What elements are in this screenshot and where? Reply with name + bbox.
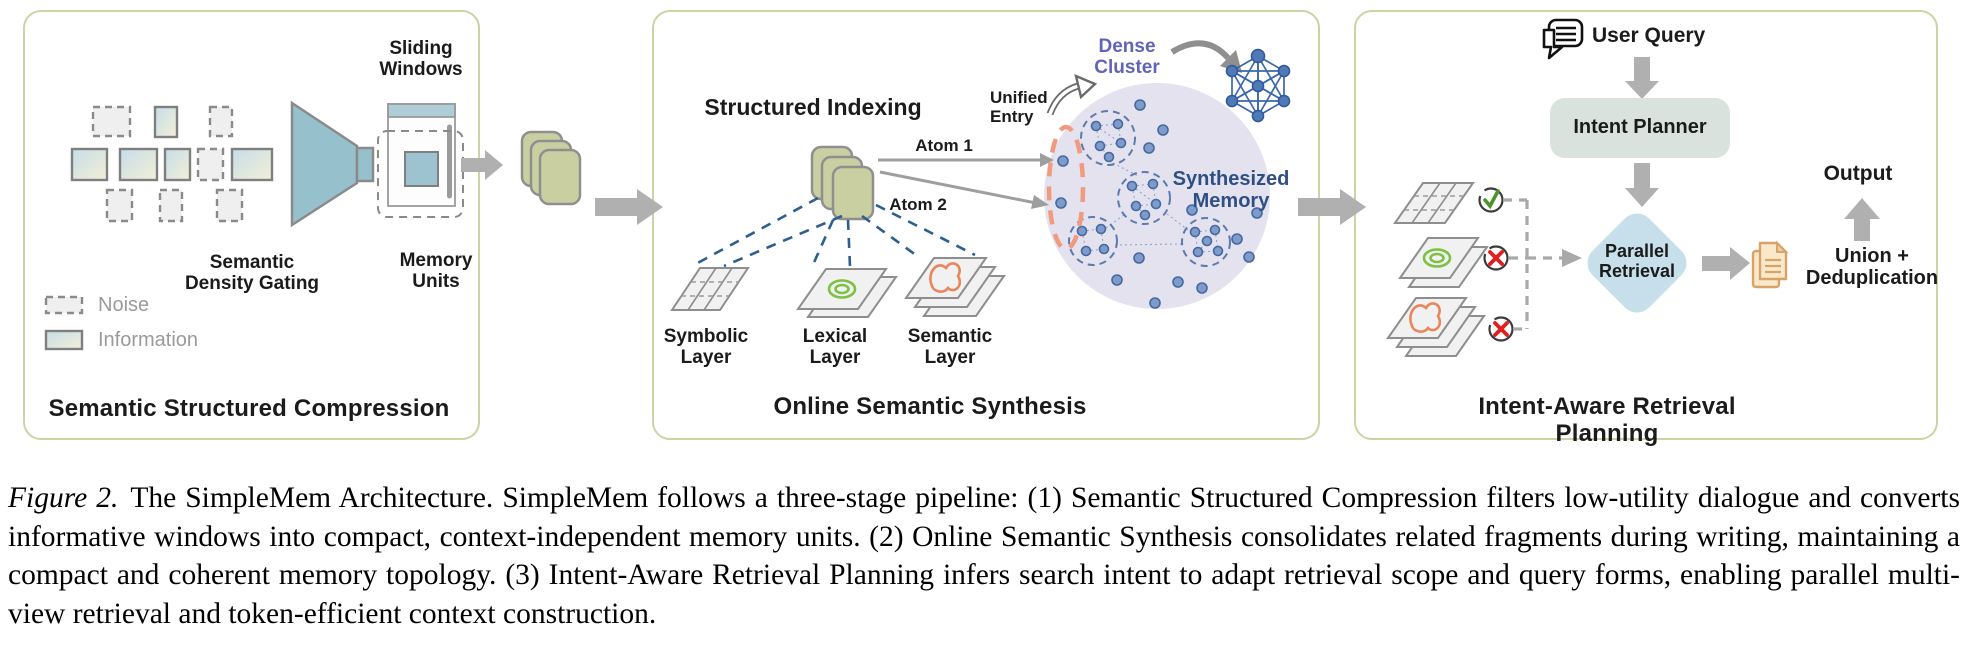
memory-subcluster — [1181, 217, 1231, 267]
planner-to-retrieval-arrow-icon — [1625, 163, 1659, 207]
legend-noise-label: Noise — [98, 294, 150, 316]
memory-subcluster — [1117, 171, 1171, 225]
stage1-to-stage2-arrow-icon — [595, 189, 663, 225]
window-to-memory-arrow-icon — [461, 150, 503, 180]
panel2-title: Online Semantic Synthesis — [773, 393, 1087, 420]
parallel-retrieval-label: Parallel Retrieval — [1598, 241, 1676, 282]
noise-swatch-icon — [44, 295, 84, 315]
query-to-planner-arrow-icon — [1625, 57, 1659, 99]
atom2-arrow-icon — [879, 170, 1049, 209]
legend-information-label: Information — [98, 329, 199, 351]
unified-entry-arrow-icon — [1046, 73, 1098, 116]
panel-semantic-structured-compression — [23, 10, 480, 440]
index-projection-lines — [691, 196, 976, 268]
funnel-icon — [290, 100, 375, 228]
information-square — [163, 147, 192, 182]
retrieval-to-docs-arrow-icon — [1702, 247, 1750, 280]
semantic-layer-label: Semantic Layer — [907, 326, 993, 369]
atom1-arrow-icon — [878, 153, 1054, 167]
user-query-label: User Query — [1592, 24, 1706, 47]
dialogue-squares — [70, 105, 274, 223]
information-square — [70, 147, 109, 182]
memory-units-icon — [520, 130, 582, 206]
synthesized-memory-cluster — [1044, 83, 1270, 309]
check-icon — [1478, 187, 1504, 213]
symbolic-layer-icon — [1393, 182, 1475, 224]
figure-number-label: Figure 2. — [8, 482, 119, 514]
panel3-title: Intent-Aware Retrieval Planning — [1478, 393, 1736, 447]
information-square — [230, 147, 274, 182]
sliding-window-icon — [377, 103, 464, 218]
structured-indexing-label: Structured Indexing — [704, 94, 922, 120]
noise-square — [208, 105, 234, 138]
memory-units-icon — [810, 145, 875, 221]
intent-planner-label: Intent Planner — [1573, 116, 1707, 138]
noise-square — [105, 188, 134, 223]
cross-icon — [1483, 245, 1509, 271]
memory-subcluster — [1068, 216, 1118, 266]
documents-icon — [1751, 240, 1789, 289]
retrieval-connector — [1503, 198, 1582, 331]
cross-icon — [1488, 316, 1514, 342]
noise-square — [196, 147, 225, 182]
symbolic-layer-label: Symbolic Layer — [663, 326, 749, 369]
noise-square — [91, 105, 132, 138]
union-deduplication-label: Union + Deduplication — [1805, 245, 1939, 290]
output-arrow-icon — [1844, 198, 1880, 241]
noise-square — [215, 188, 244, 223]
semantic-layer-icon — [1386, 297, 1486, 357]
panel1-title: Semantic Structured Compression — [48, 395, 450, 422]
information-square — [153, 105, 179, 139]
noise-square — [158, 188, 184, 223]
parallel-retrieval-diamond — [1587, 213, 1687, 313]
stage2-to-stage3-arrow-icon — [1298, 189, 1366, 225]
dense-cluster-label: Dense Cluster — [1094, 36, 1160, 79]
memory-units-label: Memory Units — [399, 250, 473, 293]
diagram-graphics — [44, 18, 1880, 357]
sliding-windows-label: Sliding Windows — [379, 38, 463, 81]
semantic-layer-icon — [904, 257, 1006, 317]
semantic-density-gating-label: Semantic Density Gating — [184, 252, 320, 295]
figure-caption-text: The SimpleMem Architecture. SimpleMem fo… — [8, 482, 1960, 630]
intent-planner-box — [1550, 98, 1730, 158]
output-label: Output — [1823, 162, 1893, 185]
lexical-layer-icon — [796, 268, 898, 318]
lexical-layer-label: Lexical Layer — [802, 326, 868, 369]
chat-bubble-icon — [1542, 18, 1584, 60]
atom1-label: Atom 1 — [915, 136, 973, 155]
symbolic-layer-icon — [670, 267, 750, 311]
unified-entry-ellipse — [1046, 124, 1086, 252]
figure-caption: Figure 2.The SimpleMem Architecture. Sim… — [8, 479, 1960, 633]
atom2-label: Atom 2 — [889, 195, 947, 214]
information-swatch-icon — [44, 329, 84, 351]
lexical-layer-icon — [1398, 237, 1489, 288]
synthesized-memory-label: Synthesized Memory — [1172, 168, 1290, 213]
information-square — [118, 147, 159, 182]
memory-subcluster — [1080, 110, 1136, 166]
unified-entry-label: Unified Entry — [990, 88, 1048, 127]
memory-graph-icon — [1225, 48, 1291, 123]
legend-swatches — [44, 295, 84, 351]
